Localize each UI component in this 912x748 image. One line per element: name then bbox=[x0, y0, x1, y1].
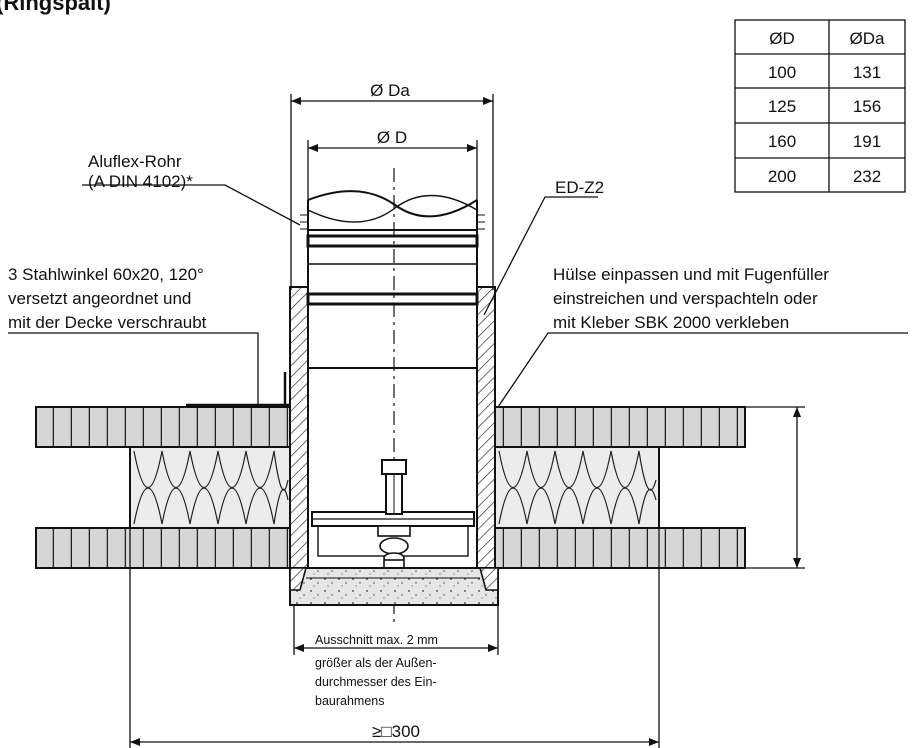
title-fragment: (Ringspalt) bbox=[0, 0, 111, 15]
insulation-right bbox=[494, 446, 660, 529]
cutout-note-line1: Ausschnitt max. 2 mm bbox=[315, 633, 438, 647]
sleeve-instruction-line3: mit Kleber SBK 2000 verkleben bbox=[553, 313, 789, 332]
table-cell: 191 bbox=[853, 132, 881, 151]
steel-angle bbox=[186, 372, 290, 407]
table-header-d: ØD bbox=[769, 29, 795, 48]
table-cell: 200 bbox=[768, 167, 796, 186]
cutout-note-line3: durchmesser des Ein- bbox=[315, 675, 437, 689]
table-cell: 232 bbox=[853, 167, 881, 186]
cutout-note-line4: baurahmens bbox=[315, 694, 385, 708]
outer-diameter-label: Ø Da bbox=[370, 81, 410, 100]
steel-angle-label-line1: 3 Stahlwinkel 60x20, 120° bbox=[8, 265, 204, 284]
table-cell: 125 bbox=[768, 97, 796, 116]
table-cell: 160 bbox=[768, 132, 796, 151]
aluflex-label-line2: (A DIN 4102)* bbox=[88, 172, 193, 191]
aluflex-pipe bbox=[300, 190, 485, 369]
edz2-label: ED-Z2 bbox=[555, 178, 604, 197]
sleeve-instruction-line2: einstreichen und verspachteln oder bbox=[553, 289, 818, 308]
table-cell: 131 bbox=[853, 63, 881, 82]
dimension-lines bbox=[129, 94, 805, 748]
ceiling-slab bbox=[35, 406, 746, 569]
steel-angle-label-line2: versetzt angeordnet und bbox=[8, 289, 191, 308]
cutout-note-line2: größer als der Außen- bbox=[315, 656, 437, 670]
opening-size-label: ≥□300 bbox=[372, 722, 420, 741]
edz2-sleeve bbox=[289, 286, 496, 569]
table-cell: 100 bbox=[768, 63, 796, 82]
bottom-board-right bbox=[494, 527, 746, 569]
steel-angle-label-line3: mit der Decke verschraubt bbox=[8, 313, 207, 332]
top-board-right bbox=[494, 406, 746, 448]
top-board-left bbox=[35, 406, 291, 448]
table-header-da: ØDa bbox=[850, 29, 886, 48]
table-cell: 156 bbox=[853, 97, 881, 116]
diameter-table: ØD ØDa 100 131 125 156 160 191 200 232 bbox=[734, 19, 906, 193]
insulation-left bbox=[129, 446, 291, 529]
leader-lines bbox=[8, 184, 908, 408]
valve-assembly bbox=[311, 459, 475, 573]
inner-diameter-label: Ø D bbox=[377, 128, 407, 147]
bottom-board-left bbox=[35, 527, 291, 569]
installation-frame bbox=[289, 567, 499, 606]
sleeve-instruction-line1: Hülse einpassen und mit Fugenfüller bbox=[553, 265, 829, 284]
aluflex-label-line1: Aluflex-Rohr bbox=[88, 152, 182, 171]
